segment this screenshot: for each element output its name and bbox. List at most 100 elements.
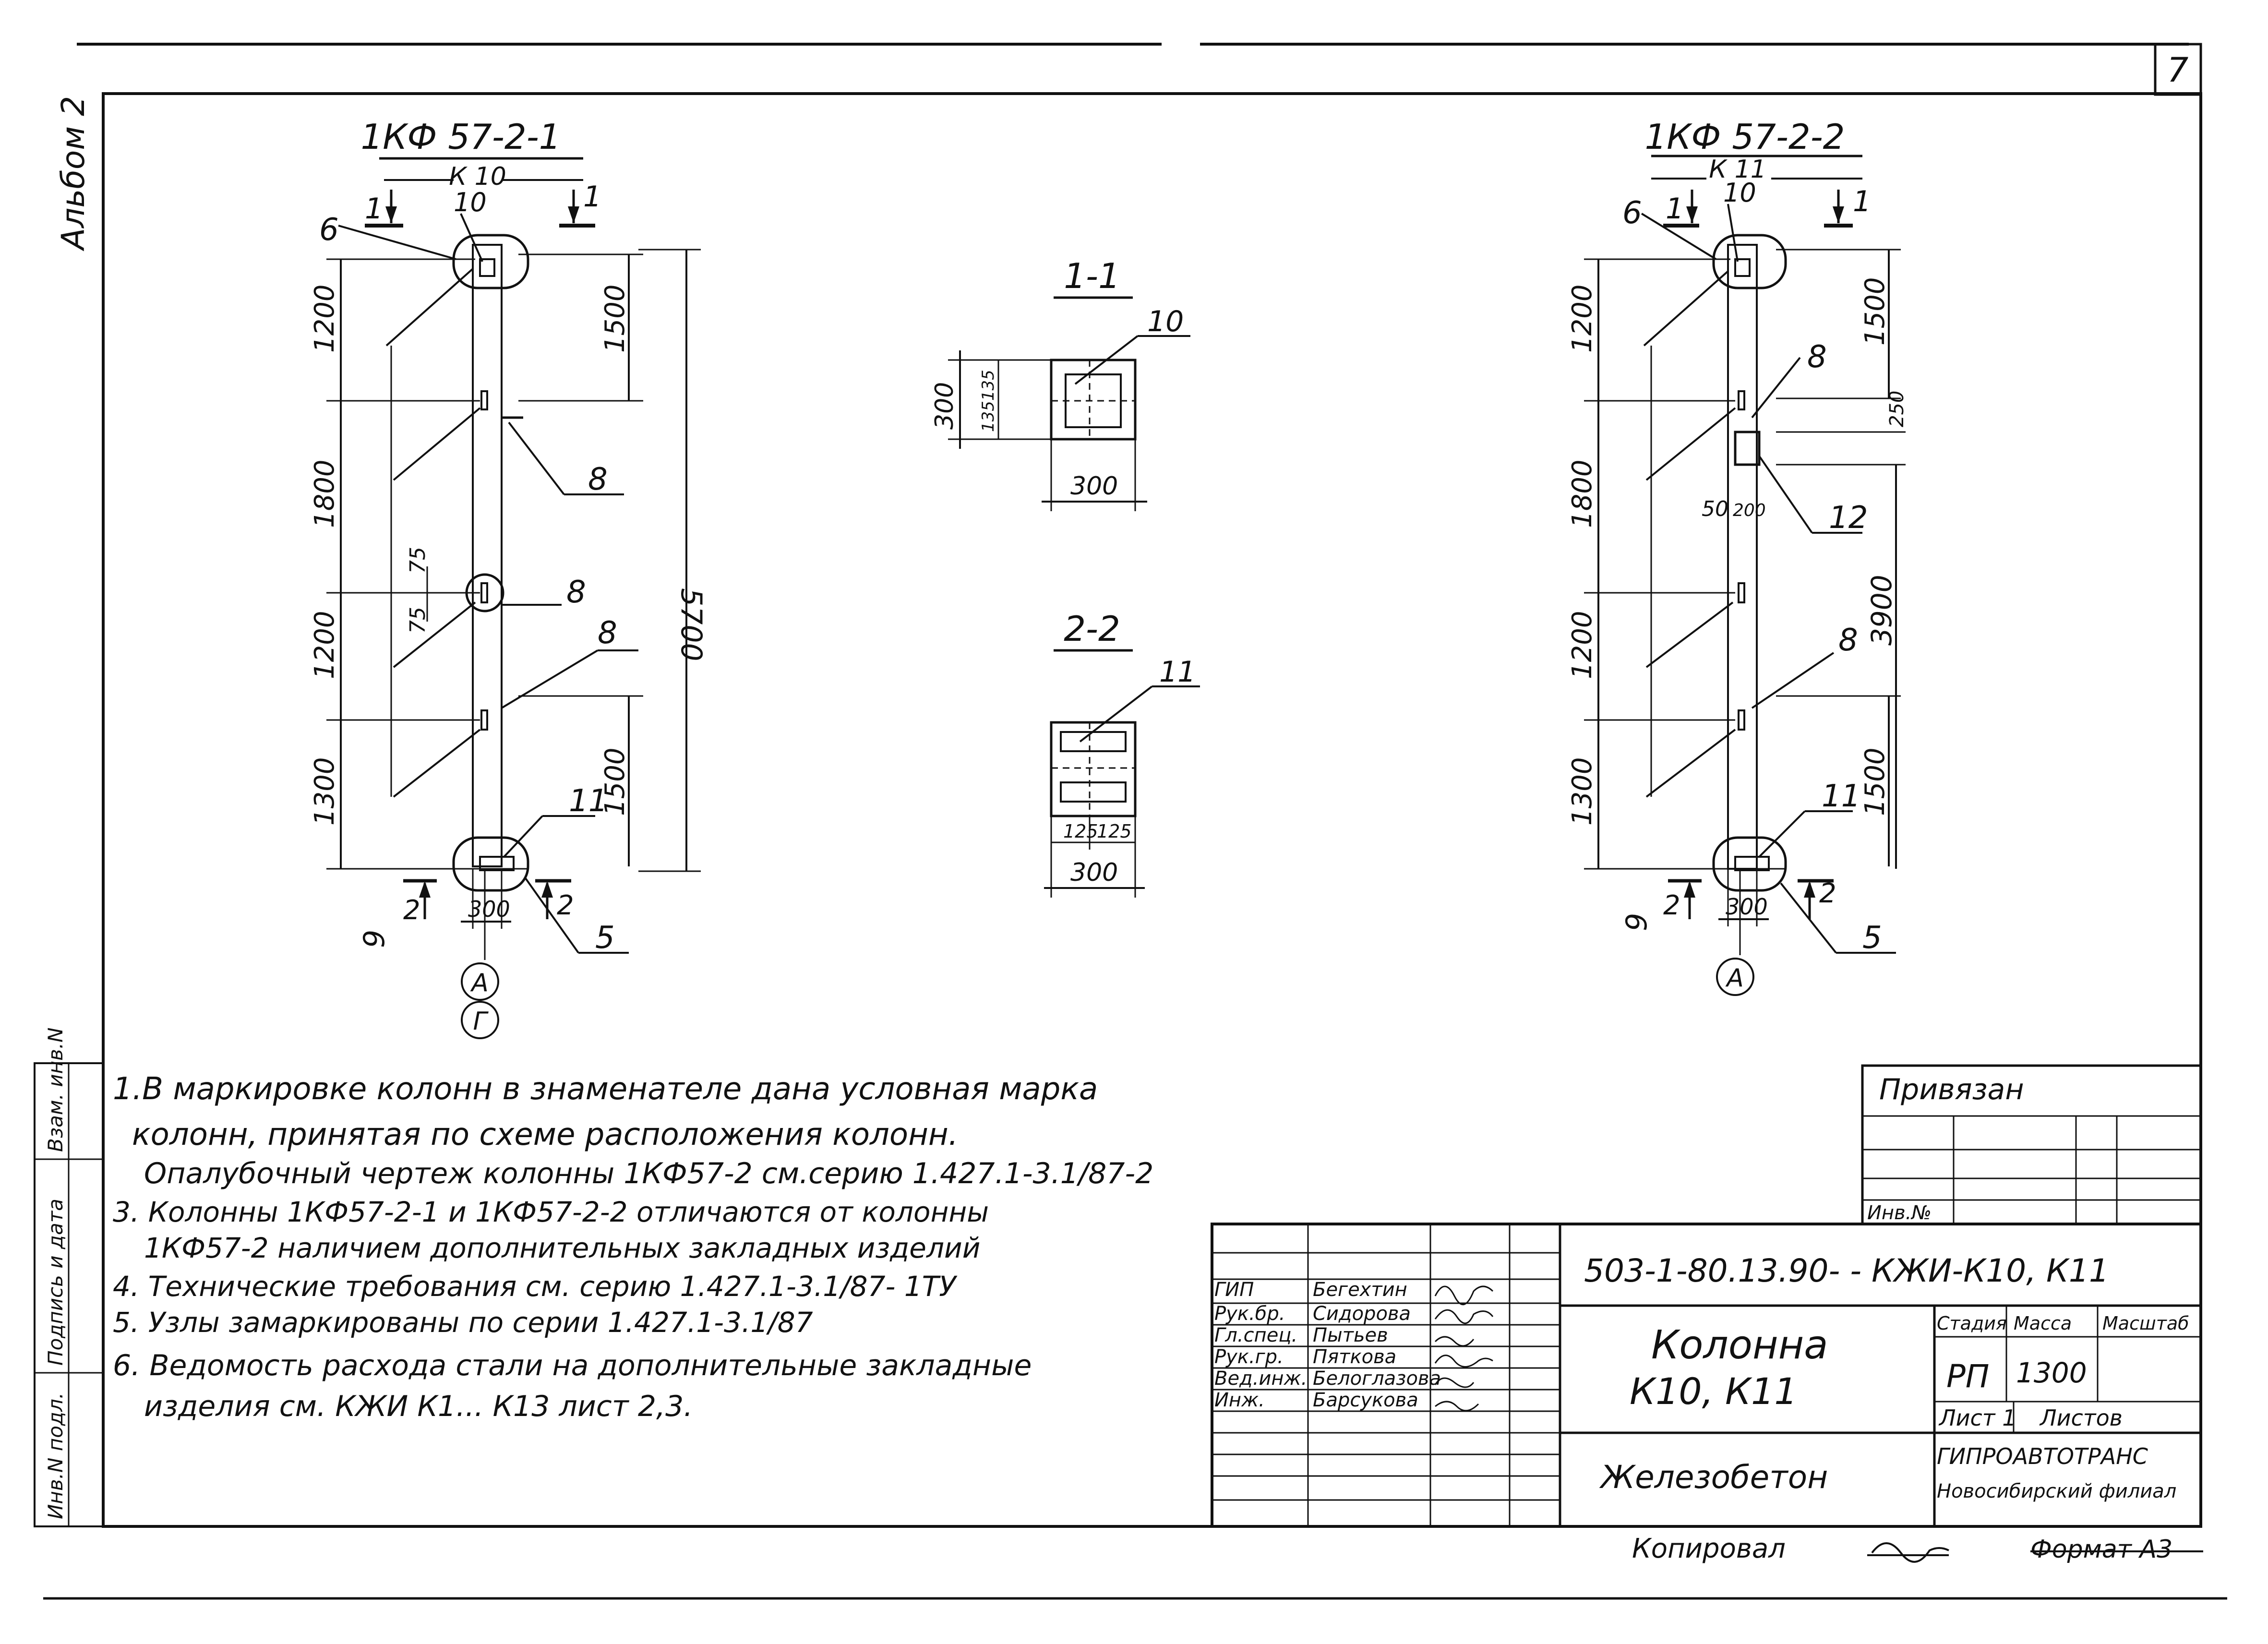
role-ruk-gr: Рук.гр. <box>1214 1346 1284 1368</box>
right-callout-5: 5 <box>1862 920 1882 956</box>
page-number: 7 <box>2167 50 2189 90</box>
name-inzh: Барсукова <box>1313 1389 1418 1411</box>
left-dim-1500-bottom: 1500 <box>600 747 631 816</box>
album-label: Альбом 2 <box>55 96 92 252</box>
note-line-3: Опалубочный чертеж колонны 1КФ57-2 см.се… <box>144 1157 1153 1190</box>
title-line-1: Колонна <box>1651 1322 1828 1368</box>
sheet-label: Лист 1 <box>1938 1405 2016 1431</box>
mass-value: 1300 <box>2016 1356 2087 1389</box>
sheet-frame <box>43 43 2227 1600</box>
left-dim-75-b: 75 <box>406 607 430 634</box>
role-inzh: Инж. <box>1214 1389 1265 1411</box>
role-ruk-br: Рук.бр. <box>1214 1303 1285 1325</box>
left-axis-g: Г <box>473 1007 489 1036</box>
right-dim-200: 200 <box>1733 501 1766 520</box>
right-callout-6: 6 <box>1622 195 1642 231</box>
left-dim-1500-top: 1500 <box>600 284 631 353</box>
right-callout-11: 11 <box>1822 779 1860 814</box>
footer-format: Формат А3 <box>2030 1535 2172 1564</box>
org-line-2: Новосибирский филиал <box>1937 1480 2176 1502</box>
stage-value: РП <box>1946 1358 1989 1395</box>
column-left-mark: 1КФ 57-2-1 <box>361 117 561 157</box>
section-1-1-dim-height: 300 <box>930 382 959 430</box>
right-section1-arrow-a: 1 <box>1666 192 1684 226</box>
mass-label: Масса <box>2014 1313 2072 1334</box>
left-dim-1200-top: 1200 <box>309 284 340 353</box>
privyazan-inv: Инв.№ <box>1867 1202 1932 1224</box>
right-callout-9: 9 <box>1620 913 1654 931</box>
privyazan-title: Привязан <box>1879 1073 2024 1106</box>
left-dim-75-a: 75 <box>406 547 430 574</box>
right-dim-1500-bottom: 1500 <box>1860 747 1891 816</box>
privyazan-block: Привязан Инв.№ <box>1861 1064 2202 1225</box>
stamp-inv-podl: Инв.N подл. <box>44 1392 67 1519</box>
left-callout-10: 10 <box>454 187 487 217</box>
section-2-2-dim-a: 125 <box>1063 821 1098 842</box>
signatures <box>1434 1285 1494 1412</box>
name-gip: Бегехтин <box>1313 1279 1407 1301</box>
right-dim-width: 300 <box>1726 894 1768 920</box>
right-dim-1500-top: 1500 <box>1860 277 1891 346</box>
note-line-7: 5. Узлы замаркированы по серии 1.427.1-3… <box>113 1306 813 1339</box>
name-ruk-gr: Пяткова <box>1313 1346 1396 1368</box>
role-gip: ГИП <box>1214 1279 1254 1301</box>
right-dim-1800: 1800 <box>1567 459 1598 528</box>
section-1-1-dim-width: 300 <box>1070 472 1118 501</box>
section-1-1: 1-1 10 300 135135 300 <box>930 256 1190 511</box>
right-callout-8-b: 8 <box>1838 623 1858 658</box>
left-section2-arrow-b: 2 <box>557 890 574 921</box>
left-callout-9: 9 <box>358 930 391 948</box>
column-left-submark: К 10 <box>449 162 506 191</box>
material: Железобетон <box>1599 1459 1828 1496</box>
note-line-6: 4. Технические требования см. серию 1.42… <box>113 1270 958 1303</box>
left-callout-8-c: 8 <box>598 615 617 651</box>
section-2-2-dim-width: 300 <box>1070 858 1118 887</box>
right-section2-arrow-a: 2 <box>1663 890 1680 921</box>
right-callout-8-a: 8 <box>1807 339 1827 375</box>
org-line-1: ГИПРОАВТОТРАНС <box>1937 1443 2148 1469</box>
left-dim-1300: 1300 <box>309 757 340 826</box>
sheets-label: Листов <box>2039 1405 2123 1431</box>
right-dim-1200-top: 1200 <box>1567 284 1598 353</box>
left-section1-arrow-b: 1 <box>583 180 601 214</box>
section-2-2-title: 2-2 <box>1064 609 1120 649</box>
title-line-2: К10, К11 <box>1630 1370 1798 1413</box>
name-ved-inzh: Белоглазова <box>1313 1368 1441 1390</box>
left-callout-6: 6 <box>319 212 339 248</box>
right-callout-10: 10 <box>1723 178 1756 208</box>
right-dim-1300: 1300 <box>1567 757 1598 826</box>
left-callout-8-b: 8 <box>566 575 586 610</box>
footer: Копировал Формат А3 <box>1632 1533 2203 1564</box>
left-section1-arrow-a: 1 <box>365 192 383 226</box>
note-line-2: колонн, принятая по схеме расположения к… <box>132 1117 958 1152</box>
footer-copied: Копировал <box>1632 1533 1786 1564</box>
role-ved-inzh: Вед.инж. <box>1214 1368 1307 1390</box>
right-dim-3900: 3900 <box>1865 575 1898 646</box>
section-1-1-callout: 10 <box>1147 305 1184 338</box>
name-gl-spec: Пытьев <box>1313 1324 1388 1346</box>
left-dim-1200-mid: 1200 <box>309 611 340 679</box>
title-block: ГИП Рук.бр. Гл.спец. Рук.гр. Вед.инж. Ин… <box>1211 1223 2202 1528</box>
side-stamp: Инв.N подл. Подпись и дата Взам. инв.N <box>34 1027 104 1527</box>
stamp-vzam-inv: Взам. инв.N <box>44 1027 67 1152</box>
section-1-1-title: 1-1 <box>1064 256 1120 296</box>
section-1-1-dim-inner: 135135 <box>979 370 998 432</box>
right-callout-12: 12 <box>1829 500 1868 536</box>
column-right-submark: К 11 <box>1709 155 1766 184</box>
left-axis-a: А <box>470 969 489 997</box>
right-dim-50: 50 <box>1702 497 1728 521</box>
column-right-drawing: 1КФ 57-2-2 К 11 1 1 1200 1800 1200 1300 <box>1567 117 1908 996</box>
left-section2-arrow-a: 2 <box>403 895 420 926</box>
name-ruk-br: Сидорова <box>1313 1303 1411 1325</box>
section-2-2: 2-2 11 125 125 300 <box>1044 609 1200 898</box>
left-callout-8-a: 8 <box>588 462 608 497</box>
left-callout-5: 5 <box>595 920 615 956</box>
document-code: 503-1-80.13.90- - КЖИ-К10, К11 <box>1584 1252 2109 1289</box>
note-line-1: 1.В маркировке колонн в знаменателе дана… <box>113 1071 1098 1107</box>
stamp-podpis-data: Подпись и дата <box>44 1199 67 1366</box>
right-axis-a: А <box>1725 964 1744 993</box>
left-dim-total: 5700 <box>674 588 708 661</box>
scale-label: Масштаб <box>2102 1313 2189 1334</box>
right-section1-arrow-b: 1 <box>1853 185 1871 218</box>
